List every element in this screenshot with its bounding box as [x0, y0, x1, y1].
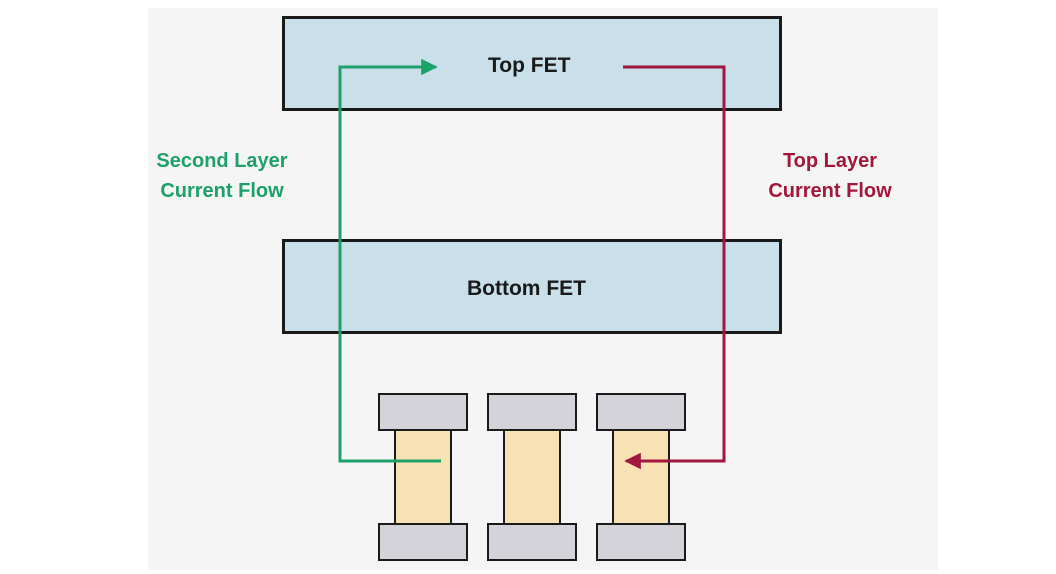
capacitor-2-top-terminal	[487, 393, 577, 431]
capacitor-3-top-terminal	[596, 393, 686, 431]
bottom-fet-box	[282, 239, 782, 334]
top-layer-label-line-1: Top Layer	[782, 150, 878, 172]
capacitor-1-top-terminal	[378, 393, 468, 431]
top-layer-label-line-2: Current Flow	[768, 180, 892, 202]
capacitor-2-bottom-terminal	[487, 523, 577, 561]
capacitor-1-bottom-terminal	[378, 523, 468, 561]
top-layer-current-flow-label: Top Layer Current Flow	[746, 146, 914, 206]
capacitor-1-body	[394, 428, 452, 526]
capacitor-2-body	[503, 428, 561, 526]
second-layer-label-line-1: Second Layer	[156, 150, 288, 172]
bottom-fet-label: Bottom FET	[467, 277, 586, 300]
capacitor-3-bottom-terminal	[596, 523, 686, 561]
top-fet-box	[282, 16, 782, 111]
top-layer-current-path	[623, 65, 726, 470]
second-layer-current-path	[338, 58, 441, 463]
top-fet-label: Top FET	[488, 54, 571, 77]
second-layer-current-flow-label: Second Layer Current Flow	[140, 146, 304, 206]
second-layer-label-line-2: Current Flow	[160, 180, 284, 202]
